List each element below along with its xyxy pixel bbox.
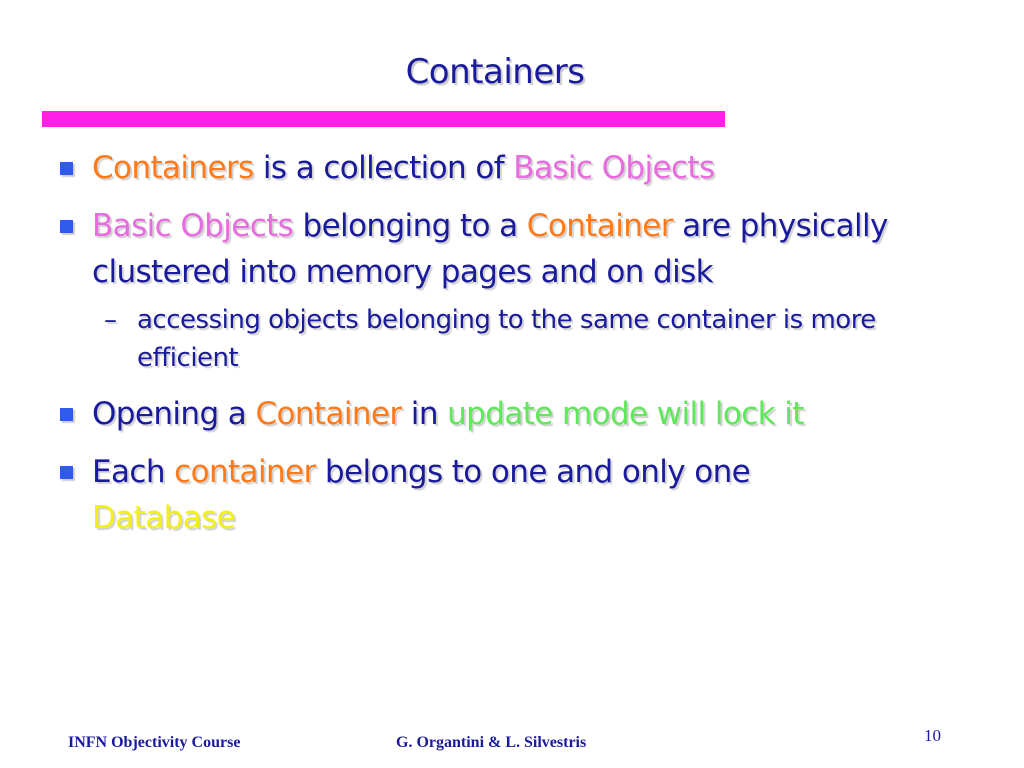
slide-title: Containers	[405, 52, 585, 92]
bullet-2-part-1: Basic Objects	[92, 208, 294, 244]
bullet-1-part-3: Basic Objects	[513, 150, 715, 186]
bullet-3-part-2: Container	[255, 396, 402, 432]
dash-bullet: –	[104, 305, 117, 335]
bullet-2-part-4: are physically clustered into memory pag…	[92, 208, 888, 290]
bullet-2-part-2: belonging to a	[293, 208, 527, 244]
bullet-1: Containers is a collection of Basic Obje…	[54, 145, 954, 191]
square-bullet-icon	[60, 220, 73, 233]
bullet-3-part-3: in	[401, 396, 448, 432]
bullet-4-part-4: Database	[92, 500, 236, 536]
bullet-4-part-1: Each	[92, 454, 175, 490]
bullet-1-part-1: Containers	[92, 150, 254, 186]
bullet-2: Basic Objects belonging to a Container a…	[54, 203, 954, 295]
bullet-1-part-2: is a collection of	[253, 150, 514, 186]
square-bullet-icon	[60, 162, 73, 175]
bullet-3-part-4: update mode will lock it	[447, 396, 804, 432]
bullet-4-part-2: container	[174, 454, 316, 490]
square-bullet-icon	[60, 466, 73, 479]
bullet-4: Each container belongs to one and only o…	[54, 449, 954, 541]
title-underline-bar	[42, 111, 725, 127]
bullet-3-part-1: Opening a	[92, 396, 256, 432]
bullet-3: Opening a Container in update mode will …	[54, 391, 954, 437]
footer-course: INFN Objectivity Course	[68, 734, 241, 751]
bullet-2-part-3: Container	[526, 208, 674, 244]
sub-bullet-text: accessing objects belonging to the same …	[137, 305, 876, 373]
page-number: 10	[924, 726, 941, 745]
bullet-4-part-3: belongs to one and only one	[315, 454, 751, 490]
slide-content: Containers is a collection of Basic Obje…	[54, 145, 954, 553]
footer-authors: G. Organtini & L. Silvestris	[396, 734, 587, 751]
sub-bullet-1: – accessing objects belonging to the sam…	[54, 301, 954, 377]
square-bullet-icon	[60, 408, 73, 421]
